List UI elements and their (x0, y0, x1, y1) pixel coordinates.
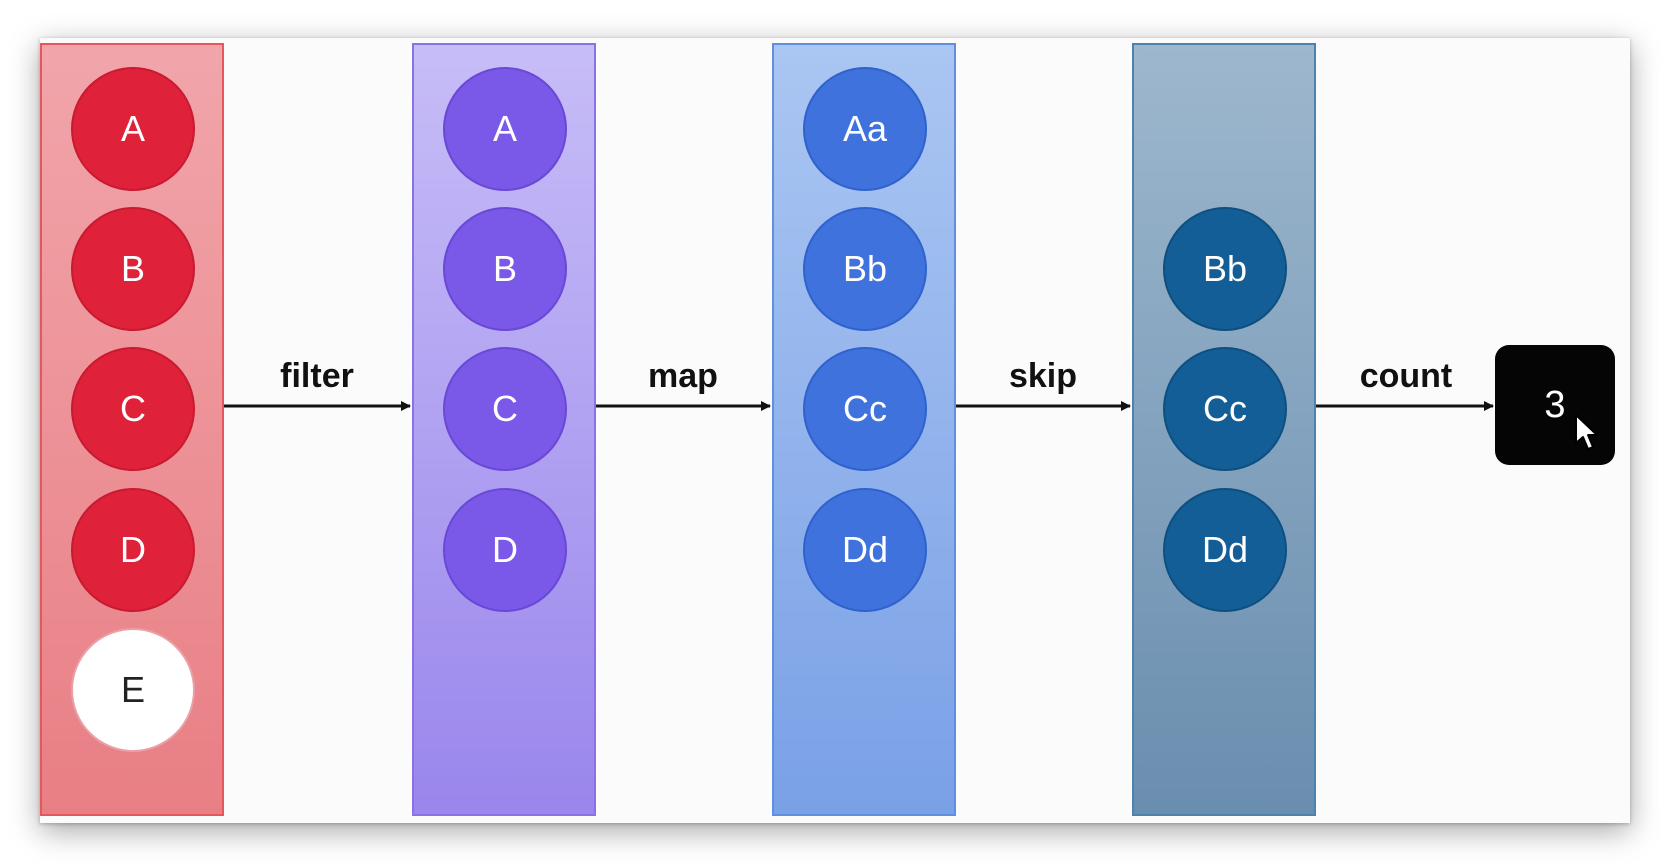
mapped-item: Bb (803, 207, 927, 331)
count-result-value: 3 (1544, 383, 1566, 426)
mapped-item: Cc (803, 347, 927, 471)
filtered-stream-column: A B C D (412, 43, 596, 816)
source-item-filtered-out: E (71, 628, 195, 752)
filtered-item: B (443, 207, 567, 331)
skipped-item: Cc (1163, 347, 1287, 471)
source-stream-column: A B C D E (40, 43, 224, 816)
mapped-item: Aa (803, 67, 927, 191)
skipped-item: Bb (1163, 207, 1287, 331)
skipped-item: Dd (1163, 488, 1287, 612)
count-result-box: 3 (1495, 345, 1615, 465)
mapped-stream-column: Aa Bb Cc Dd (772, 43, 956, 816)
filtered-item: D (443, 488, 567, 612)
filter-label: filter (280, 357, 354, 395)
source-item: D (71, 488, 195, 612)
source-item: A (71, 67, 195, 191)
count-label: count (1359, 357, 1453, 395)
mapped-item: Dd (803, 488, 927, 612)
skipped-stream-column: Bb Cc Dd (1132, 43, 1316, 816)
mouse-pointer-icon (1575, 414, 1598, 450)
filtered-item: A (443, 67, 567, 191)
skip-label: skip (1008, 357, 1078, 395)
source-item: C (71, 347, 195, 471)
filtered-item: C (443, 347, 567, 471)
source-item: B (71, 207, 195, 331)
stream-pipeline-diagram: A B C D E A B C D Aa Bb Cc Dd Bb Cc Dd (40, 38, 1630, 823)
map-label: map (648, 357, 718, 395)
